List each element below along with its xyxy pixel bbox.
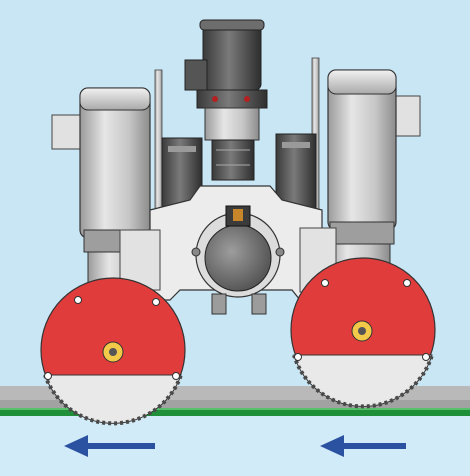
direction-arrow-left bbox=[64, 435, 155, 457]
right-saw-disc bbox=[290, 257, 436, 409]
green-rail-shine bbox=[0, 408, 470, 410]
green-rail bbox=[0, 408, 470, 416]
gearboxes bbox=[161, 133, 317, 211]
road-shadow bbox=[0, 400, 470, 408]
central-frame bbox=[119, 185, 337, 315]
direction-arrow-right bbox=[320, 435, 406, 457]
top-motor bbox=[184, 19, 268, 181]
left-saw-disc bbox=[40, 277, 186, 426]
